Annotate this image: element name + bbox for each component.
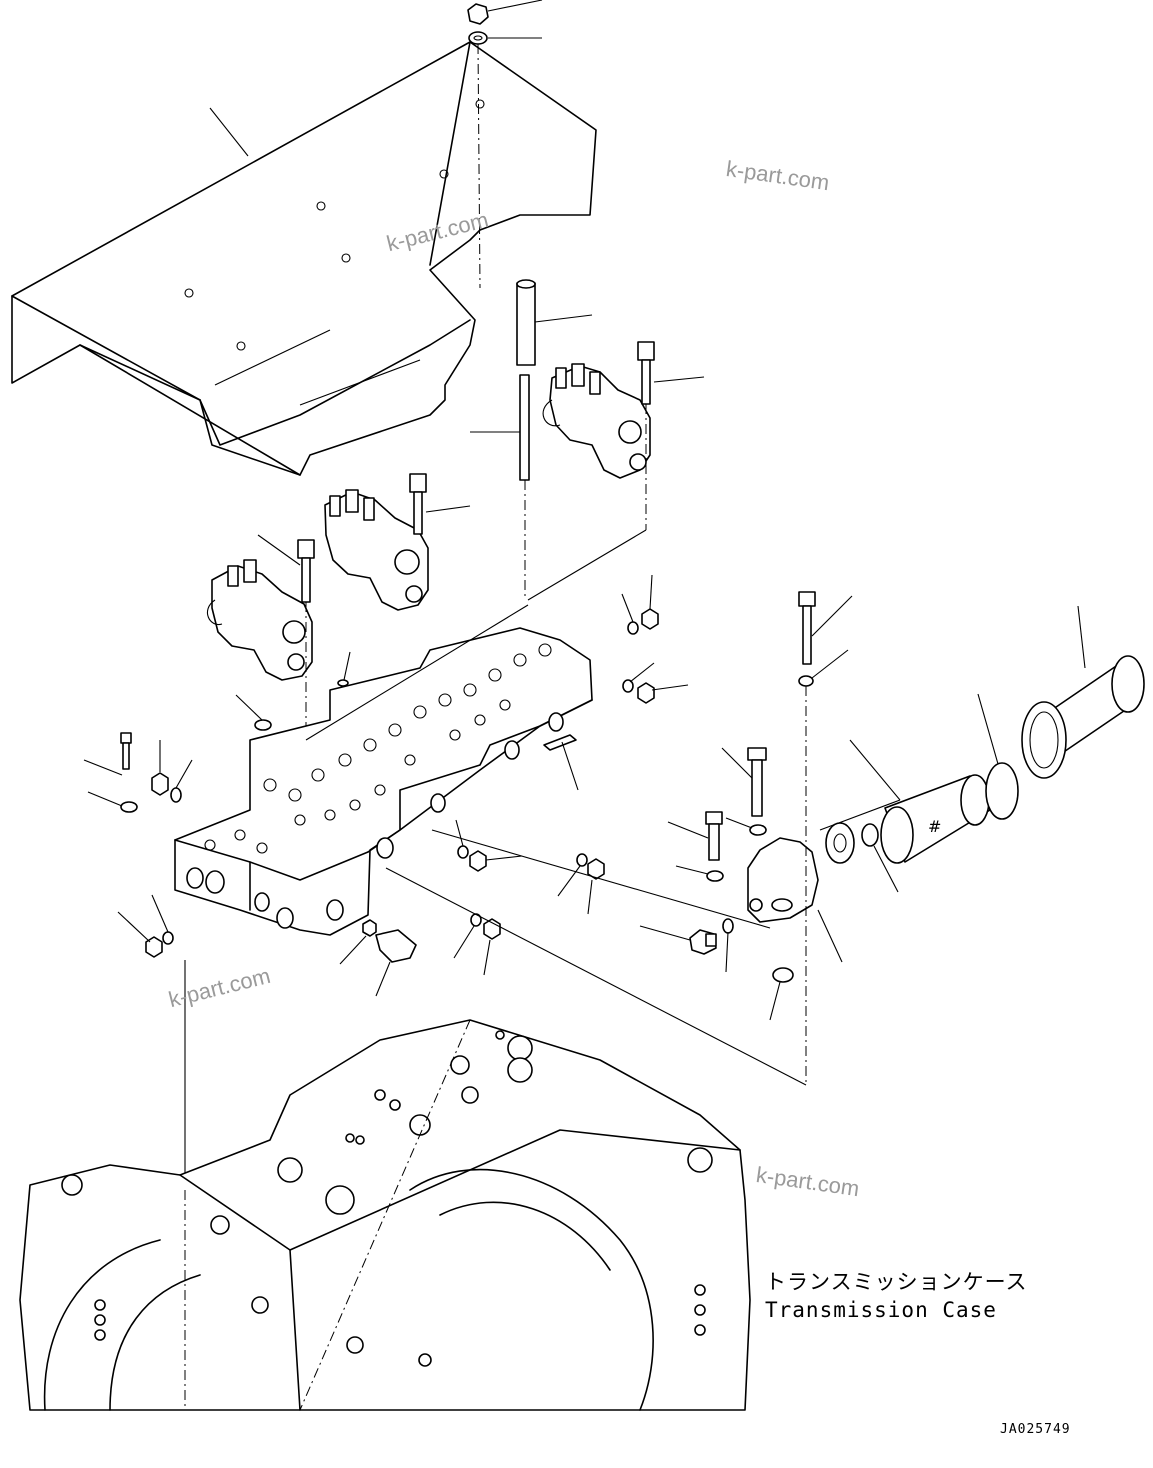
small-fittings: [83, 574, 689, 997]
filter-element: #: [819, 739, 991, 864]
top-nut: [467, 0, 543, 25]
valve-bolt-right: [637, 341, 705, 530]
valve-bolt-middle: [409, 473, 471, 535]
solenoid-valve-right: [542, 363, 651, 479]
filter-housing: [747, 837, 843, 963]
solenoid-valve-middle: [324, 489, 429, 611]
solenoid-valve-left: [206, 559, 313, 681]
part-caption: トランスミッションケース Transmission Case: [765, 1268, 1028, 1324]
figure-number: JA025749: [1000, 1422, 1071, 1437]
filter-cap: [825, 822, 855, 864]
filter-side-bolt: [798, 591, 853, 665]
filter-bolt-2: [667, 811, 723, 861]
transmission-case: [19, 1019, 751, 1411]
valve-body: [174, 627, 593, 936]
filter-bolt-1: [721, 747, 767, 817]
cover-plate: [11, 41, 597, 476]
filter-case: [1021, 605, 1145, 779]
stud-bolt: [470, 374, 530, 600]
caption-english: Transmission Case: [765, 1298, 997, 1322]
spacer-tube: [516, 279, 593, 366]
top-washer: [468, 31, 542, 45]
svg-text:#: #: [928, 817, 941, 836]
caption-japanese: トランスミッションケース: [765, 1270, 1028, 1294]
drain-plug: [639, 925, 717, 955]
valve-bolt-left: [257, 534, 315, 740]
